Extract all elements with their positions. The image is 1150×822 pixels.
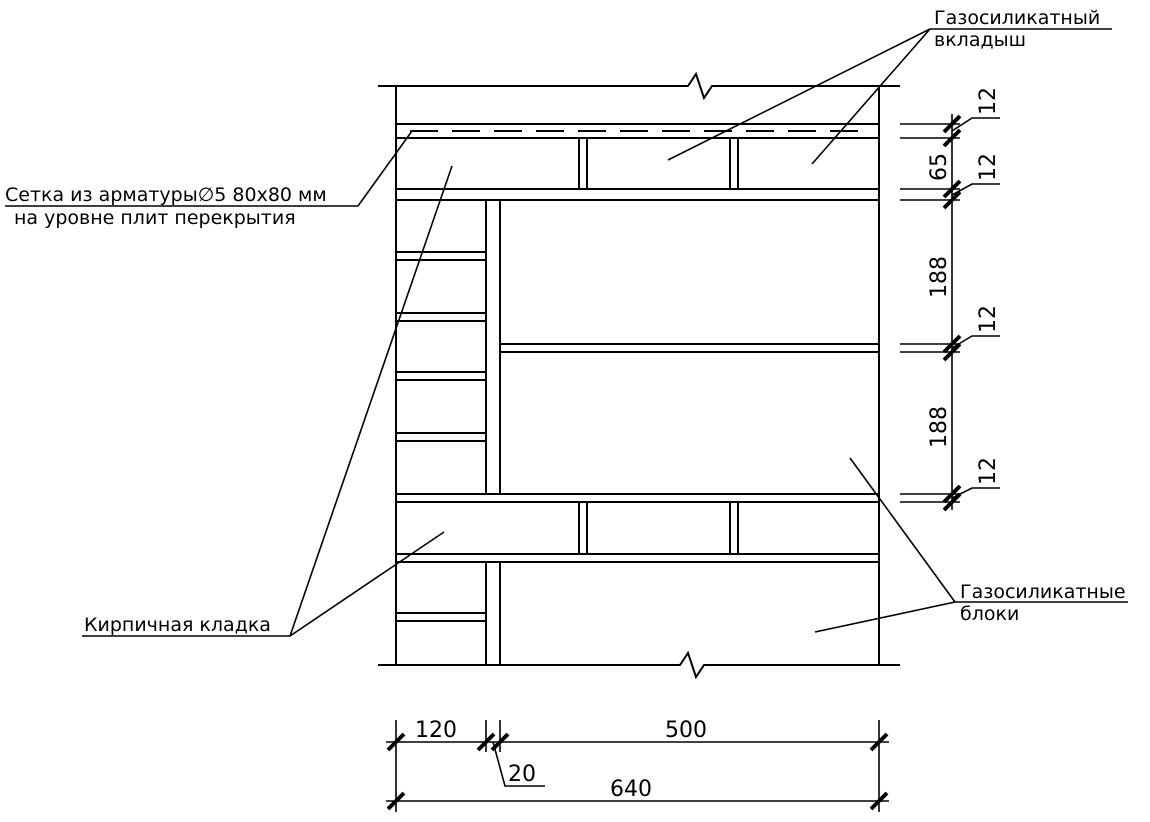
callout-brick: Кирпичная кладка xyxy=(82,165,453,637)
callout-gas-insert: Газосиликатный вкладыш xyxy=(667,7,1112,165)
dim-gap: 20 xyxy=(508,762,536,787)
bottom-break-line xyxy=(378,650,900,680)
block-joint xyxy=(500,343,879,353)
dim-top-gap: 12 xyxy=(976,87,1001,115)
callout-mesh: Сетка из арматуры∅5 80х80 мм на уровне п… xyxy=(5,130,413,229)
brick-leaf-upper xyxy=(396,200,501,494)
dim-total: 640 xyxy=(610,777,652,802)
horizontal-dimensions: 120 500 20 640 xyxy=(386,718,889,812)
mesh-level xyxy=(396,123,879,139)
label-gas-insert-line1: Газосиликатный xyxy=(934,7,1100,29)
lower-brick-course xyxy=(396,493,879,563)
label-brick: Кирпичная кладка xyxy=(84,614,271,636)
label-gas-insert-line2: вкладыш xyxy=(934,29,1026,51)
dim-block-width: 500 xyxy=(665,718,707,743)
label-mesh-line1: Сетка из арматуры∅5 80х80 мм xyxy=(5,184,327,206)
wall-outline xyxy=(378,71,900,680)
callout-gas-blocks: Газосиликатные блоки xyxy=(814,457,1128,633)
dim-brick-width: 120 xyxy=(415,718,457,743)
dim-brick-course: 65 xyxy=(927,153,952,181)
dim-block-1: 188 xyxy=(927,256,952,298)
upper-brick-course xyxy=(396,138,879,201)
brick-leaf-lower xyxy=(396,562,501,665)
dim-joint-2: 12 xyxy=(976,305,1001,333)
label-gas-blocks-line1: Газосиликатные xyxy=(960,581,1126,603)
vertical-dimensions: 12 65 12 188 12 188 12 xyxy=(900,87,1001,512)
top-break-line xyxy=(378,71,900,101)
label-gas-blocks-line2: блоки xyxy=(960,603,1019,625)
dim-block-2: 188 xyxy=(927,406,952,448)
dim-joint-3: 12 xyxy=(976,457,1001,485)
dim-joint-1: 12 xyxy=(976,153,1001,181)
label-mesh-line2: на уровне плит перекрытия xyxy=(14,207,296,229)
